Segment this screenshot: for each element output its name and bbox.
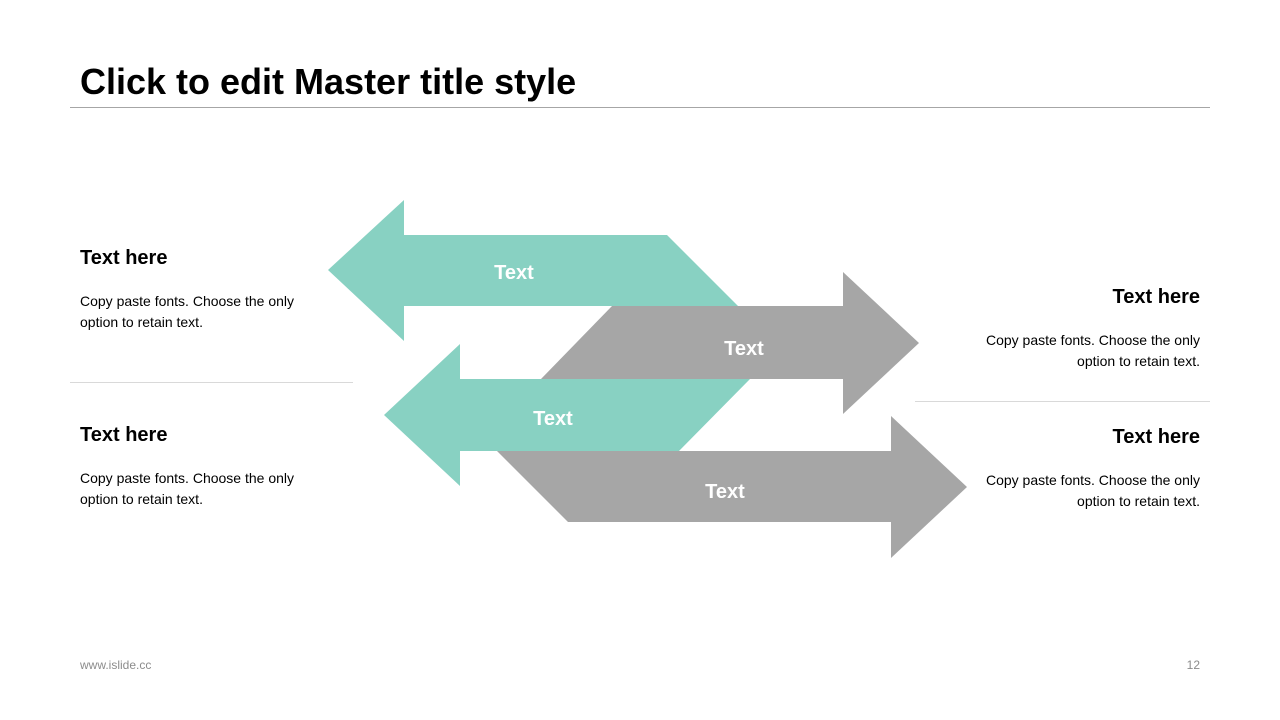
block-heading: Text here — [1112, 286, 1200, 308]
arrow-label: Text — [724, 338, 764, 360]
block-body: Copy paste fonts. Choose the only option… — [985, 332, 1200, 369]
arrow-label: Text — [494, 262, 534, 284]
block-heading: Text here — [80, 247, 168, 269]
arrow-label: Text — [705, 481, 745, 503]
arrow-left-teal-top[interactable] — [328, 200, 738, 341]
arrow-right-gray-top[interactable] — [541, 272, 919, 414]
left-divider — [70, 382, 353, 383]
arrow-label: Text — [533, 408, 573, 430]
arrow-right-gray-bottom[interactable] — [497, 416, 967, 558]
title-underline — [70, 107, 1210, 108]
page-number: 12 — [1186, 658, 1200, 672]
text-block-right-bottom[interactable]: Text here Copy paste fonts. Choose the o… — [950, 424, 1200, 512]
arrow-left-teal-bottom[interactable] — [384, 344, 750, 486]
block-body: Copy paste fonts. Choose the only option… — [80, 470, 295, 507]
block-heading: Text here — [1112, 426, 1200, 448]
footer-website[interactable]: www.islide.cc — [80, 658, 152, 672]
right-divider — [915, 401, 1210, 402]
text-block-left-top[interactable]: Text here Copy paste fonts. Choose the o… — [80, 245, 330, 333]
slide-title[interactable]: Click to edit Master title style — [80, 61, 577, 102]
block-body: Copy paste fonts. Choose the only option… — [80, 293, 295, 330]
block-body: Copy paste fonts. Choose the only option… — [985, 472, 1200, 509]
text-block-left-bottom[interactable]: Text here Copy paste fonts. Choose the o… — [80, 422, 330, 510]
text-block-right-top[interactable]: Text here Copy paste fonts. Choose the o… — [950, 284, 1200, 372]
block-heading: Text here — [80, 424, 168, 446]
